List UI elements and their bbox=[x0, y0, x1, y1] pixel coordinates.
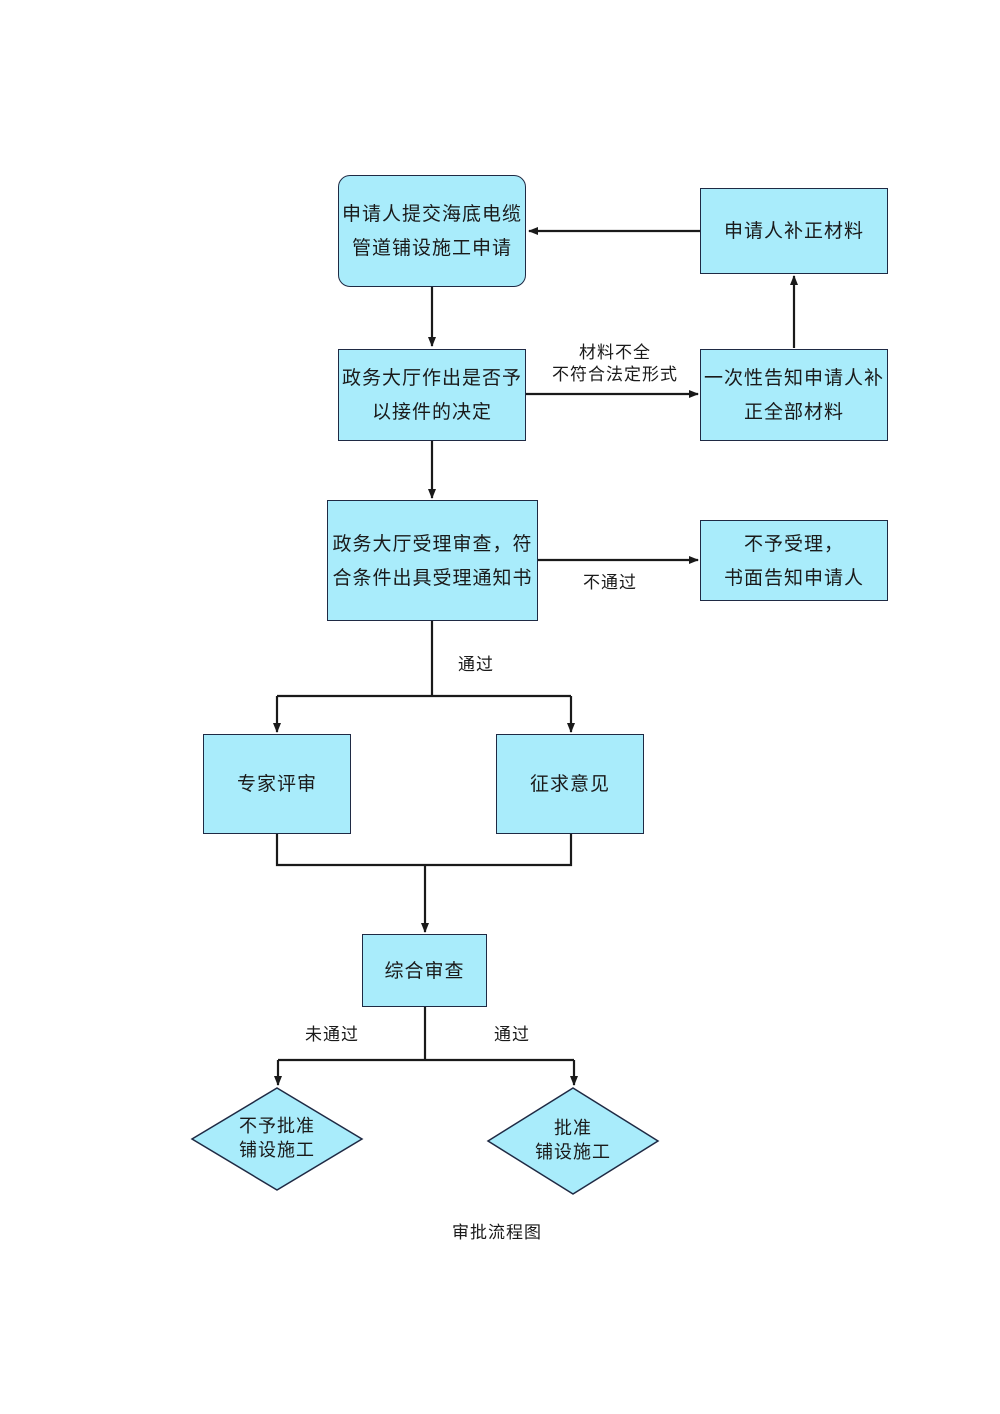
node-deny-line1: 不予批准 bbox=[239, 1116, 315, 1137]
node-acceptance-decision: 政务大厅作出是否予 以接件的决定 bbox=[338, 349, 526, 441]
node-approve-line2: 铺设施工 bbox=[535, 1142, 611, 1163]
edge-label-incomplete-line1: 材料不全 bbox=[579, 343, 651, 363]
node-notify-supplement: 一次性告知申请人补 正全部材料 bbox=[700, 349, 888, 441]
node-reject-line1: 不予受理， bbox=[743, 532, 844, 555]
node-deny-construction: 不予批准 铺设施工 bbox=[212, 1115, 342, 1163]
node-reject-acceptance: 不予受理， 书面告知申请人 bbox=[700, 520, 888, 601]
node-opinion-label: 征求意见 bbox=[529, 773, 610, 795]
node-solicit-opinions: 征求意见 bbox=[496, 734, 644, 834]
edge-label-incomplete-line2: 不符合法定形式 bbox=[552, 365, 678, 385]
node-deny-line2: 铺设施工 bbox=[239, 1140, 315, 1161]
node-submit-line2: 管道铺设施工申请 bbox=[351, 237, 512, 259]
edge-label-not-pass-final: 未通过 bbox=[305, 1025, 359, 1045]
node-expert-review: 专家评审 bbox=[203, 734, 351, 834]
node-comprehensive-review: 综合审查 bbox=[362, 934, 487, 1007]
node-comprehensive-label: 综合审查 bbox=[384, 959, 465, 982]
node-decision-line2: 以接件的决定 bbox=[371, 401, 492, 423]
edge-label-incomplete: 材料不全 不符合法定形式 bbox=[540, 342, 690, 386]
edge-label-pass-review: 通过 bbox=[458, 655, 494, 675]
node-supplement-label: 申请人补正材料 bbox=[723, 220, 864, 242]
decision-diamond-approve bbox=[486, 1087, 660, 1195]
node-submit-line1: 申请人提交海底电缆 bbox=[341, 203, 522, 225]
node-supplement-materials: 申请人补正材料 bbox=[700, 188, 888, 274]
decision-diamond-deny bbox=[190, 1087, 364, 1191]
node-acceptance-review: 政务大厅受理审查，符 合条件出具受理通知书 bbox=[327, 500, 538, 621]
node-review-line1: 政务大厅受理审查，符 bbox=[332, 532, 533, 555]
node-expert-label: 专家评审 bbox=[236, 773, 317, 795]
node-notify-line2: 正全部材料 bbox=[743, 401, 844, 423]
node-submit-application: 申请人提交海底电缆 管道铺设施工申请 bbox=[338, 175, 526, 287]
node-review-line2: 合条件出具受理通知书 bbox=[332, 566, 533, 589]
node-approve-line1: 批准 bbox=[554, 1118, 592, 1139]
edge-label-not-pass-review: 不通过 bbox=[583, 573, 637, 593]
node-reject-line2: 书面告知申请人 bbox=[723, 566, 864, 589]
figure-caption: 审批流程图 bbox=[452, 1223, 542, 1243]
node-approve-construction: 批准 铺设施工 bbox=[508, 1117, 638, 1165]
node-notify-line1: 一次性告知申请人补 bbox=[703, 367, 884, 389]
edge-label-pass-final: 通过 bbox=[494, 1025, 530, 1045]
connector-merge bbox=[275, 834, 573, 867]
node-decision-line1: 政务大厅作出是否予 bbox=[341, 367, 522, 389]
